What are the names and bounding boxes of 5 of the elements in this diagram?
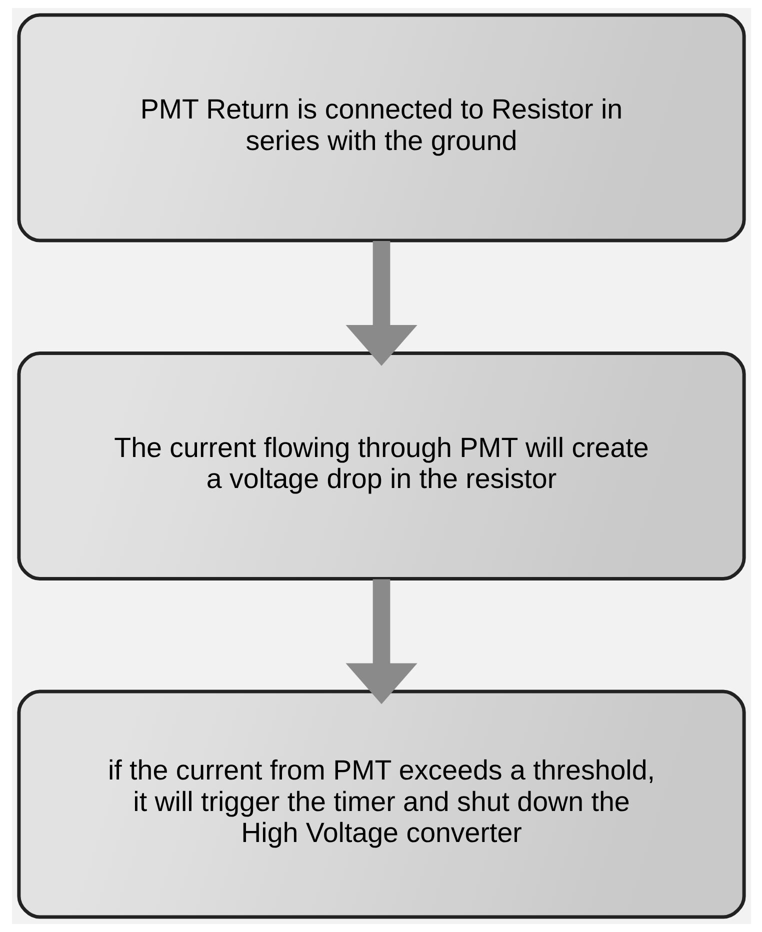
arrow [345, 240, 417, 366]
node-box: PMT Return is connected to Resistor in series with the ground [16, 13, 746, 242]
node-box: The current flowing through PMT will create a voltage drop in the resistor [16, 352, 746, 580]
node-box: if the current from PMT exceeds a threshold, it will trigger the timer and shut down the High Voltage converter [16, 690, 746, 919]
arrow [345, 579, 417, 704]
